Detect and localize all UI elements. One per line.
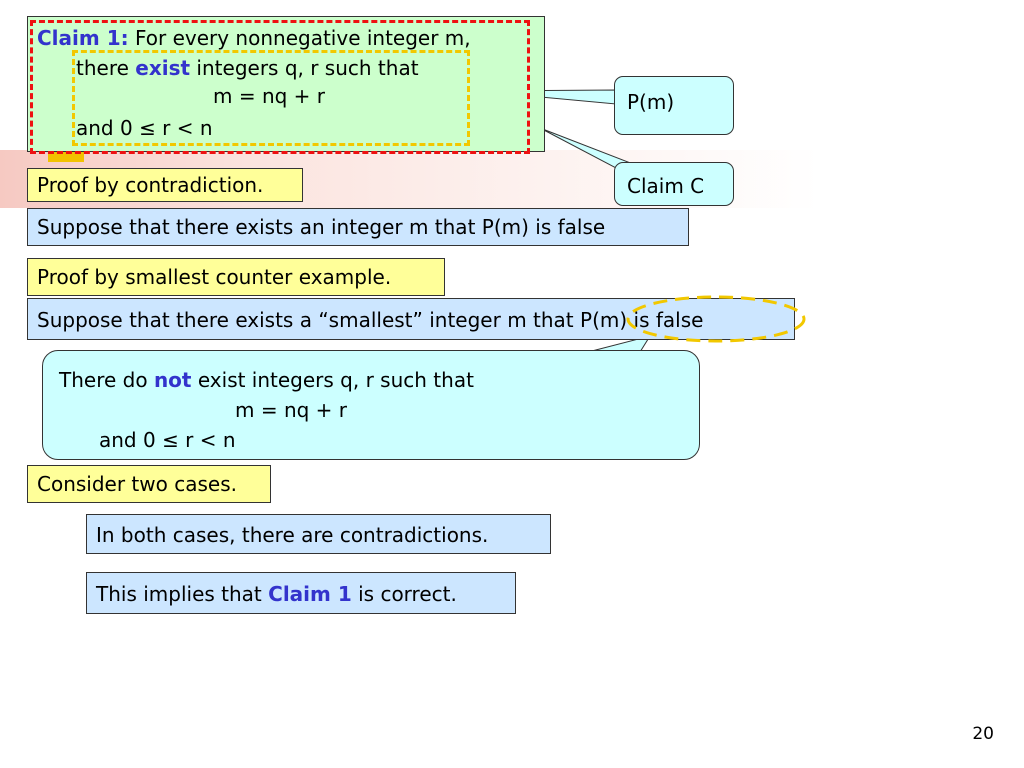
proof-by-contradiction-box: Proof by contradiction. — [27, 168, 303, 202]
pm-callout-text: P(m) — [627, 90, 675, 114]
suppose-exists-box: Suppose that there exists an integer m t… — [27, 208, 689, 246]
claim-label: Claim 1: — [37, 26, 129, 50]
both-cases-text: In both cases, there are contradictions. — [96, 523, 489, 547]
implies-text-c: is correct. — [351, 582, 457, 606]
claim-equation: m = nq + r — [213, 84, 326, 108]
claim-c-callout: Claim C — [614, 162, 734, 206]
suppose-smallest-text: Suppose that there exists a “smallest” i… — [37, 308, 704, 332]
not-keyword: not — [153, 368, 192, 392]
suppose-exists-text: Suppose that there exists an integer m t… — [37, 215, 606, 239]
not-exist-callout: There do not exist integers q, r such th… — [42, 350, 700, 460]
implies-text: This implies that Claim 1 is correct. — [96, 581, 457, 607]
not-exist-line-1-c: exist integers q, r such that — [191, 368, 474, 392]
consider-two-cases-text: Consider two cases. — [37, 472, 237, 496]
claim-line-1-text: For every nonnegative integer m, — [128, 26, 471, 50]
proof-by-smallest-counter-example-box: Proof by smallest counter example. — [27, 258, 445, 296]
page-number: 20 — [972, 724, 994, 744]
proof-by-contradiction-text: Proof by contradiction. — [37, 173, 264, 197]
not-exist-line-1-a: There do — [59, 368, 154, 392]
implies-text-a: This implies that — [96, 582, 269, 606]
claim-box: Claim 1: For every nonnegative integer m… — [27, 16, 545, 152]
implies-claim-keyword: Claim 1 — [268, 582, 352, 606]
proof-by-smallest-counter-example-text: Proof by smallest counter example. — [37, 265, 392, 289]
claimc-callout-pointer — [539, 127, 630, 169]
claim-line-2-c: integers q, r such that — [190, 56, 419, 80]
claim-line-2: there exist integers q, r such that — [76, 55, 419, 81]
not-exist-equation: m = nq + r — [235, 398, 348, 422]
not-exist-condition: and 0 ≤ r < n — [99, 428, 236, 452]
claim-c-callout-text: Claim C — [627, 174, 705, 198]
claim-line-2-a: there — [76, 56, 136, 80]
claim-red-dashed-outline — [30, 20, 530, 154]
not-exist-line-1: There do not exist integers q, r such th… — [59, 367, 474, 393]
pm-callout: P(m) — [614, 76, 734, 135]
claim-line-1: Claim 1: For every nonnegative integer m… — [37, 25, 471, 51]
claim-exist-keyword: exist — [135, 56, 191, 80]
decorative-title-fragment — [135, 140, 325, 162]
pm-false-highlight-ellipse — [626, 295, 806, 343]
claim-condition: and 0 ≤ r < n — [76, 116, 213, 140]
claim-yellow-dashed-outline — [72, 50, 470, 146]
both-cases-box: In both cases, there are contradictions. — [86, 514, 551, 554]
implies-box: This implies that Claim 1 is correct. — [86, 572, 516, 614]
suppose-smallest-box: Suppose that there exists a “smallest” i… — [27, 298, 795, 340]
consider-two-cases-box: Consider two cases. — [27, 465, 271, 503]
